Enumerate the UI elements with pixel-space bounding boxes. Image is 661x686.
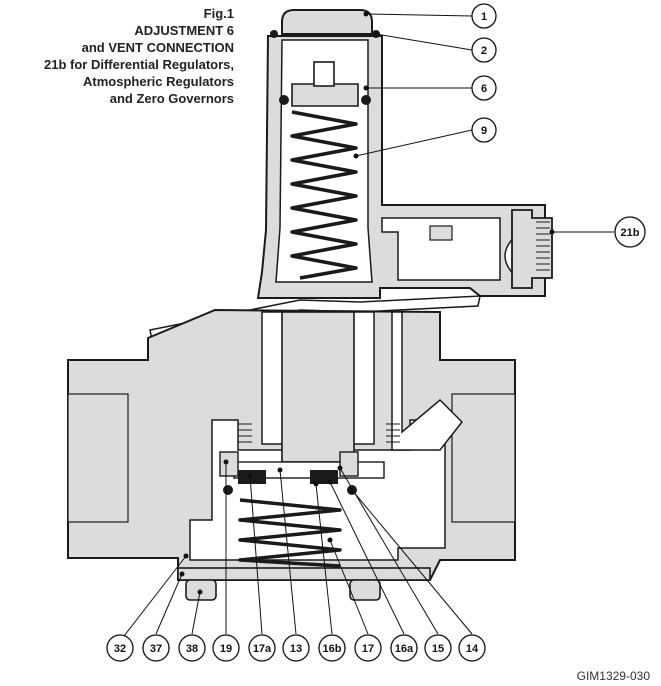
callout-label-19: 19: [220, 643, 232, 655]
callout-circle-2: [471, 37, 497, 63]
callout-label-2: 2: [481, 45, 487, 57]
callout-label-32: 32: [114, 643, 126, 655]
adjustment-screw: [291, 83, 359, 107]
callout-circle-14: [458, 634, 486, 662]
callout-label-6: 6: [481, 83, 487, 95]
vent-passage: [381, 217, 501, 281]
bottom-plate: [177, 567, 431, 581]
callout-circle-17a: [248, 634, 276, 662]
seat-ring-right: [339, 451, 359, 477]
adjustment-stem: [313, 61, 335, 87]
seal-right: [310, 470, 338, 484]
outlet-port: [451, 393, 516, 523]
callout-label-17: 17: [362, 643, 374, 655]
callout-label-13: 13: [290, 643, 302, 655]
cap-oring-left: [270, 30, 278, 38]
bonnet-oring-left: [279, 95, 289, 105]
callout-circle-16a: [390, 634, 418, 662]
callout-label-15: 15: [432, 643, 444, 655]
callout-circle-13: [282, 634, 310, 662]
callout-circle-21b: [614, 216, 646, 248]
callout-circle-6: [471, 75, 497, 101]
vent-connection-fitting: [511, 209, 553, 289]
bonnet-oring-right: [361, 95, 371, 105]
bonnet-cap: [281, 9, 373, 35]
bottom-screw-right: [349, 579, 381, 601]
seat-ring-left: [219, 451, 239, 477]
callout-circle-9: [471, 117, 497, 143]
upper-spring: [290, 110, 358, 280]
callout-label-14: 14: [466, 643, 479, 655]
callout-circle-32: [106, 634, 134, 662]
vent-thread-lines: [536, 221, 550, 271]
inlet-port: [67, 393, 129, 523]
callout-label-21b: 21b: [621, 227, 640, 239]
right-callouts: 1 2 6 9 21b: [353, 3, 646, 248]
callout-circle-38: [178, 634, 206, 662]
callout-label-9: 9: [481, 125, 487, 137]
vent-plug: [429, 225, 453, 241]
drawing-code: GIM1329-030: [577, 669, 651, 683]
callout-label-37: 37: [150, 643, 162, 655]
callout-label-16b: 16b: [323, 643, 342, 655]
callout-circle-17: [354, 634, 382, 662]
callout-circle-16b: [318, 634, 346, 662]
disc-oring-left: [223, 485, 233, 495]
title-line-3: and VENT CONNECTION: [82, 40, 234, 55]
valve-stem: [281, 311, 355, 463]
title-line-6: and Zero Governors: [110, 91, 234, 106]
callout-label-17a: 17a: [253, 643, 272, 655]
title-line-1: Fig.1: [204, 6, 234, 21]
title-line-2: ADJUSTMENT 6: [134, 23, 234, 38]
callout-label-1: 1: [481, 11, 487, 23]
spring-bonnet: [256, 9, 553, 299]
vent-tube: [391, 311, 464, 451]
callout-label-16a: 16a: [395, 643, 414, 655]
title-line-5: Atmospheric Regulators: [83, 74, 234, 89]
seat-threads: [238, 423, 400, 443]
figure-title: Fig.1 ADJUSTMENT 6 and VENT CONNECTION 2…: [44, 6, 234, 106]
callout-circle-15: [424, 634, 452, 662]
callout-circle-19: [212, 634, 240, 662]
callout-circle-37: [142, 634, 170, 662]
callout-label-38: 38: [186, 643, 198, 655]
bottom-callouts: 32 37 38 19 17a 13 16b 17 16a 15 14: [106, 459, 486, 662]
callout-circle-1: [471, 3, 497, 29]
title-line-4: 21b for Differential Regulators,: [44, 57, 234, 72]
valve-body: [67, 308, 516, 601]
